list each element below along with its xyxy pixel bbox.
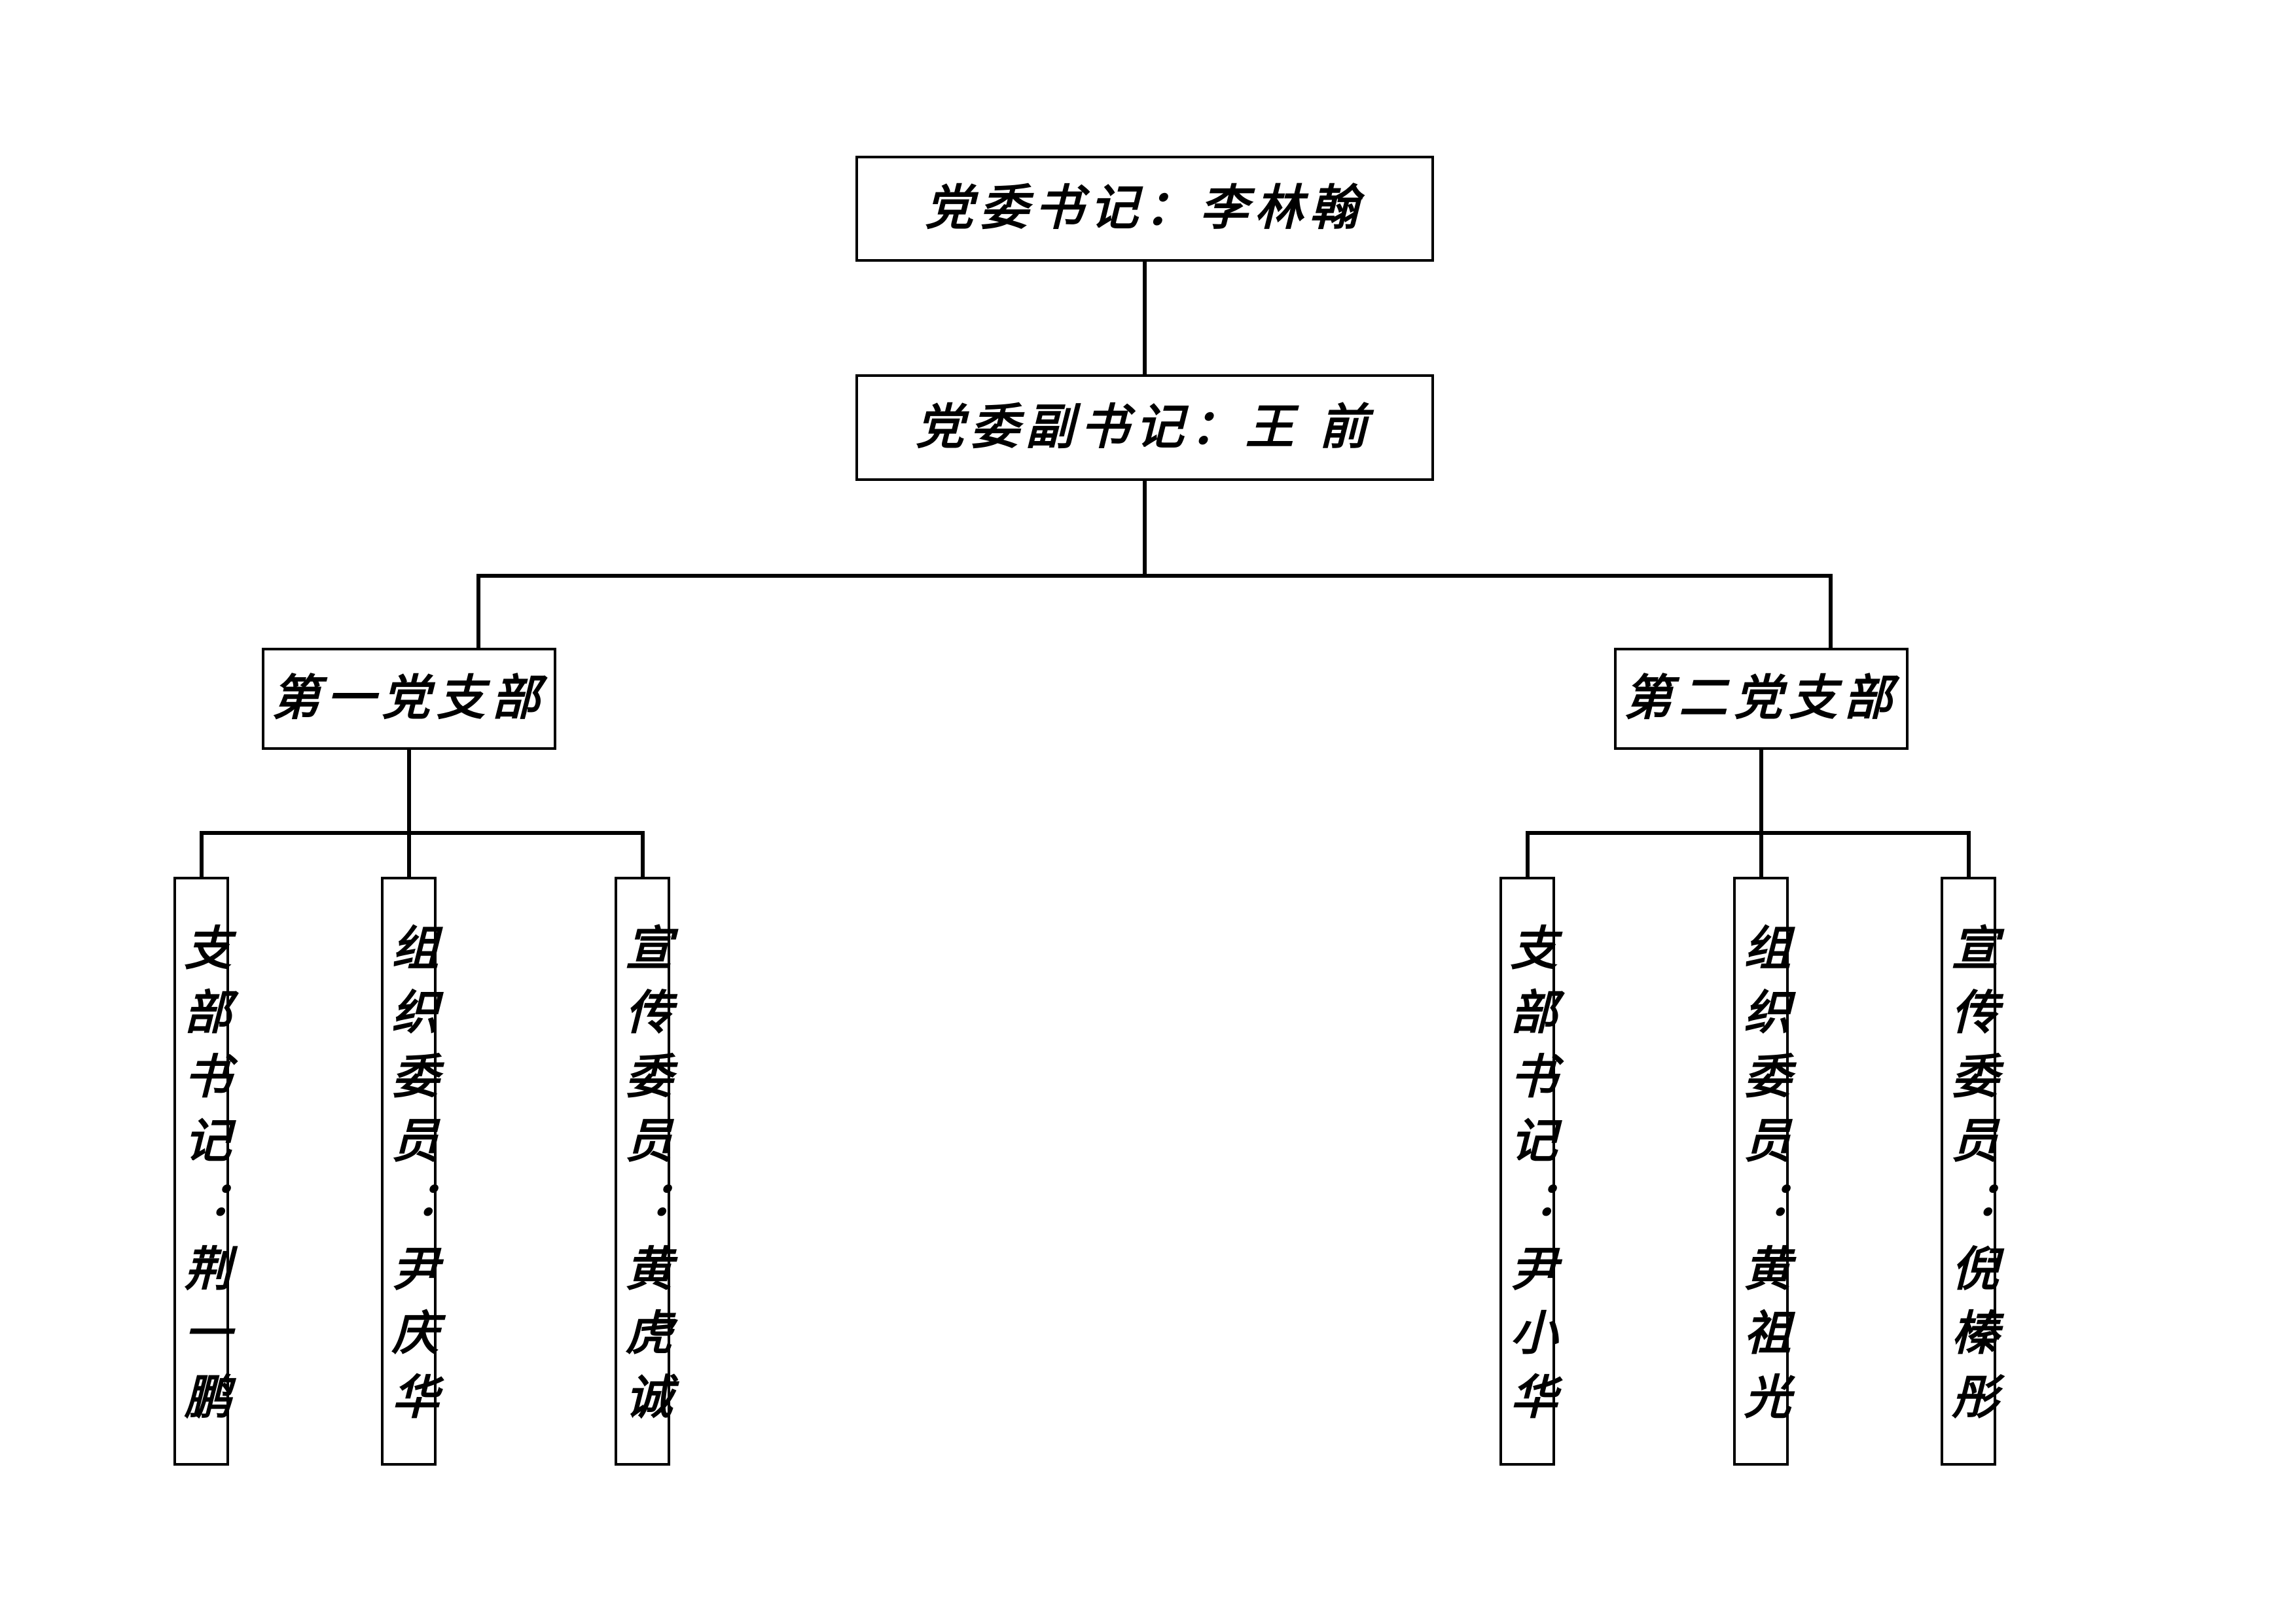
connector-branch-one-drop-2 bbox=[407, 831, 411, 878]
node-branch-two-member-1[interactable]: 支部书记：尹小华 bbox=[1499, 877, 1555, 1466]
node-branch-one-member-1-label: 支部书记：荆一鹏 bbox=[177, 923, 229, 1436]
connector-branch-two-stem bbox=[1759, 750, 1763, 833]
connector-branch-two-bus bbox=[1526, 831, 1971, 835]
node-branch-one-member-3-label: 宣传委员：黄虎诚 bbox=[618, 923, 670, 1436]
node-branch-one-member-2[interactable]: 组织委员：尹庆华 bbox=[381, 877, 437, 1466]
connector-deputy-to-bus bbox=[1143, 481, 1147, 578]
node-party-secretary-label: 党委书记：李林翰 bbox=[925, 182, 1365, 236]
node-branch-two-member-3[interactable]: 宣传委员：倪榛彤 bbox=[1941, 877, 1996, 1466]
connector-branch-two-drop-1 bbox=[1526, 831, 1530, 878]
connector-branch-two-drop-3 bbox=[1967, 831, 1971, 878]
connector-secretary-to-deputy bbox=[1143, 262, 1147, 374]
node-branch-one-label: 第一党支部 bbox=[272, 672, 547, 726]
node-deputy-party-secretary[interactable]: 党委副书记：王 前 bbox=[855, 374, 1434, 481]
node-branch-two-member-1-label: 支部书记：尹小华 bbox=[1503, 923, 1555, 1436]
node-branch-one-member-3[interactable]: 宣传委员：黄虎诚 bbox=[615, 877, 670, 1466]
node-branch-two-member-2[interactable]: 组织委员：黄祖光 bbox=[1733, 877, 1789, 1466]
node-branch-two-member-3-label: 宣传委员：倪榛彤 bbox=[1944, 923, 1996, 1436]
connector-bus-to-branch-one bbox=[476, 574, 480, 648]
node-branch-one-member-2-label: 组织委员：尹庆华 bbox=[384, 923, 437, 1436]
node-branch-one[interactable]: 第一党支部 bbox=[262, 648, 556, 750]
node-branch-two-label: 第二党支部 bbox=[1624, 672, 1899, 726]
node-deputy-party-secretary-label: 党委副书记：王 前 bbox=[915, 400, 1374, 455]
connector-branch-one-stem bbox=[407, 750, 411, 833]
connector-branch-one-bus bbox=[200, 831, 645, 835]
node-branch-two-member-2-label: 组织委员：黄祖光 bbox=[1736, 923, 1789, 1436]
node-party-secretary[interactable]: 党委书记：李林翰 bbox=[855, 156, 1434, 262]
connector-branch-bus bbox=[476, 574, 1833, 578]
connector-bus-to-branch-two bbox=[1829, 574, 1833, 648]
connector-branch-one-drop-3 bbox=[641, 831, 645, 878]
connector-branch-one-drop-1 bbox=[200, 831, 204, 878]
node-branch-one-member-1[interactable]: 支部书记：荆一鹏 bbox=[173, 877, 229, 1466]
node-branch-two[interactable]: 第二党支部 bbox=[1614, 648, 1909, 750]
connector-branch-two-drop-2 bbox=[1759, 831, 1763, 878]
